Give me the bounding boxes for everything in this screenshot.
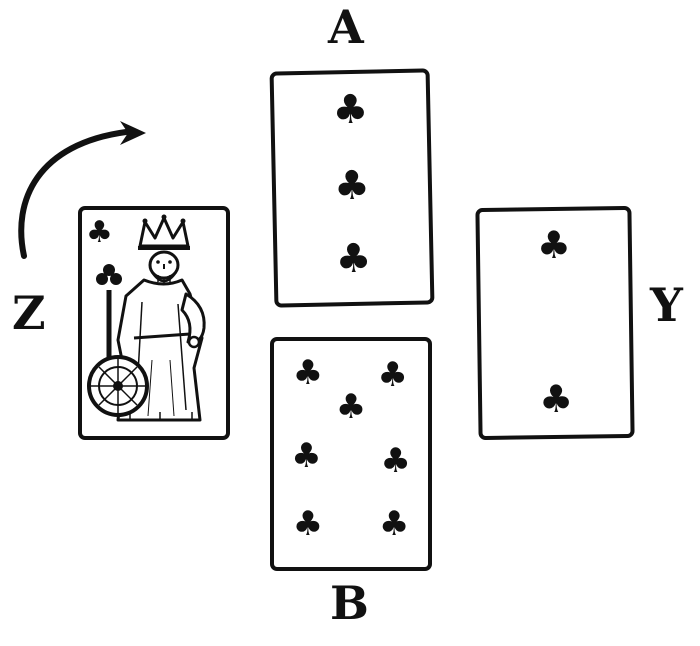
position-label-north: A (328, 0, 364, 54)
club-pip-icon: ♣ (333, 162, 371, 210)
card-seven-of-clubs: ♣ ♣ ♣ ♣ ♣ ♣ ♣ (270, 337, 432, 571)
club-pip-icon: ♣ (335, 386, 367, 427)
position-label-west: Z (12, 286, 46, 340)
king-illustration: ♣ (86, 214, 206, 422)
position-label-east: Y (650, 278, 683, 332)
arrowhead-icon (120, 121, 146, 145)
club-pip-icon: ♣ (377, 354, 408, 395)
card-king-of-clubs: ♣ (78, 206, 230, 440)
club-pip-icon: ♣ (536, 222, 572, 267)
corner-club-icon: ♣ (86, 215, 113, 250)
position-label-south: B (330, 576, 369, 630)
club-pip-icon: ♣ (378, 504, 410, 545)
club-pip-icon: ♣ (538, 376, 574, 422)
card-two-of-clubs: ♣ ♣ (475, 205, 635, 441)
club-pip-icon: ♣ (292, 352, 324, 393)
club-pip-icon: ♣ (335, 235, 372, 283)
club-pip-icon: ♣ (292, 504, 324, 545)
card-three-of-clubs: ♣ ♣ ♣ (269, 68, 435, 308)
lead-direction-arrow (18, 121, 146, 259)
club-pip-icon: ♣ (291, 436, 322, 477)
club-pip-icon: ♣ (380, 440, 411, 481)
club-pip-icon: ♣ (331, 87, 369, 134)
